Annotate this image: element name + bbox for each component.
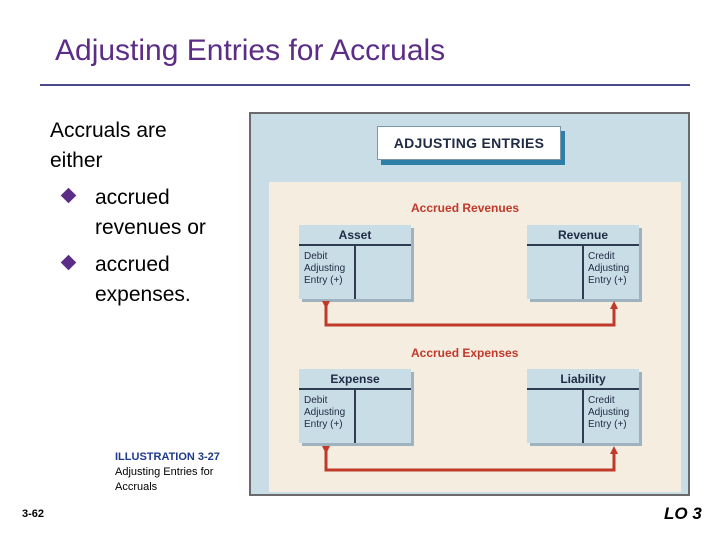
diamond-bullet-icon xyxy=(60,254,77,271)
t-account-note-line: Adjusting xyxy=(304,407,346,418)
t-account-note-line: Adjusting xyxy=(304,263,346,274)
t-account-revenue: Revenue Credit Adjusting Entry (+) xyxy=(527,225,639,299)
t-account-title: Expense xyxy=(299,369,411,390)
t-account-liability: Liability Credit Adjusting Entry (+) xyxy=(527,369,639,443)
t-account-expense: Expense Debit Adjusting Entry (+) xyxy=(299,369,411,443)
bullet-text: accrued expenses. xyxy=(95,250,235,310)
bullet-line: accrued xyxy=(95,253,170,276)
t-account-note: Credit Adjusting Entry (+) xyxy=(588,395,640,431)
accrual-arrows xyxy=(322,301,618,472)
intro-text: Accruals are either xyxy=(50,116,167,176)
illustration-caption: ILLUSTRATION 3-27 Adjusting Entries for … xyxy=(115,450,220,495)
accrued-revenues-label: Accrued Revenues xyxy=(411,201,520,215)
t-account-note: Credit Adjusting Entry (+) xyxy=(588,251,640,287)
bullet-line: accrued xyxy=(95,186,170,209)
t-account-note-line: Credit xyxy=(588,251,615,262)
caption-line: Adjusting Entries for xyxy=(115,466,214,478)
figure-panel: Accrued Revenues Asset Debit Adjusting E… xyxy=(269,182,681,492)
t-account-divider xyxy=(582,390,584,443)
t-account-divider xyxy=(354,390,356,443)
page-number: 3-62 xyxy=(22,508,45,520)
expenses-connector-arrow xyxy=(322,446,618,472)
diamond-bullet-icon xyxy=(60,187,77,204)
t-account-note: Debit Adjusting Entry (+) xyxy=(304,395,356,431)
t-account-note-line: Adjusting xyxy=(588,263,630,274)
caption-line: Accruals xyxy=(115,481,158,493)
t-account-note-line: Entry (+) xyxy=(304,275,343,286)
t-account-title: Revenue xyxy=(527,225,639,246)
title-divider xyxy=(40,84,690,86)
bullet-line: revenues or xyxy=(95,216,206,239)
figure-header: ADJUSTING ENTRIES xyxy=(377,126,561,160)
t-account-note-line: Adjusting xyxy=(588,407,630,418)
intro-line: either xyxy=(50,149,103,172)
t-account-note: Debit Adjusting Entry (+) xyxy=(304,251,356,287)
learning-objective: LO 3 xyxy=(664,504,702,523)
t-account-note-line: Entry (+) xyxy=(304,419,343,430)
t-account-note-line: Credit xyxy=(588,395,615,406)
accrued-expenses-label: Accrued Expenses xyxy=(411,346,519,360)
slide-title: Adjusting Entries for Accruals xyxy=(55,34,446,67)
intro-line: Accruals are xyxy=(50,119,167,142)
t-account-note-line: Debit xyxy=(304,395,328,406)
revenues-connector-arrow xyxy=(322,301,618,327)
t-account-title: Liability xyxy=(527,369,639,390)
t-account-note-line: Entry (+) xyxy=(588,419,627,430)
bullet-text: accrued revenues or xyxy=(95,183,235,243)
t-account-asset: Asset Debit Adjusting Entry (+) xyxy=(299,225,411,299)
t-account-title: Asset xyxy=(299,225,411,246)
t-account-note-line: Entry (+) xyxy=(588,275,627,286)
bullet-line: expenses. xyxy=(95,283,191,306)
t-account-divider xyxy=(354,246,356,299)
illustration-label: ILLUSTRATION 3-27 xyxy=(115,451,220,463)
adjusting-entries-figure: ADJUSTING ENTRIES Accrued Revenues Asset… xyxy=(249,112,690,496)
t-account-divider xyxy=(582,246,584,299)
t-account-note-line: Debit xyxy=(304,251,328,262)
